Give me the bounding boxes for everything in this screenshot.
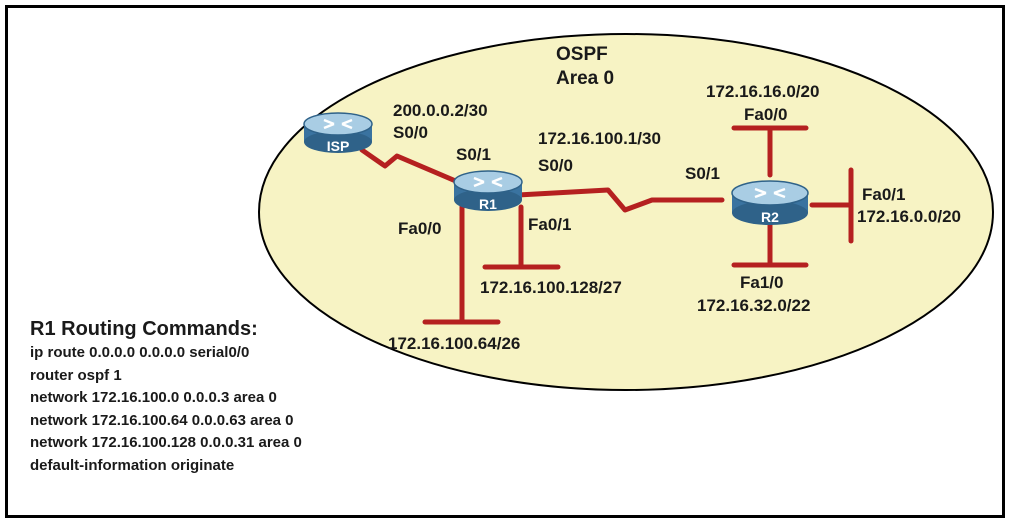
links: [359, 125, 854, 325]
command-line: default-information originate: [30, 456, 235, 474]
router-icon: [303, 112, 373, 153]
router-r1[interactable]: R1: [453, 170, 523, 212]
area-title-line2: Area 0: [556, 68, 614, 89]
r1-s00-label: S0/0: [538, 156, 573, 175]
command-line: network 172.16.100.128 0.0.0.31 area 0: [30, 434, 302, 451]
r1-s00-ip-label: 172.16.100.1/30: [538, 129, 661, 148]
router-isp[interactable]: ISP: [303, 112, 373, 154]
lan-64-label: 172.16.100.64/26: [388, 334, 520, 353]
r2-fa10-label: Fa1/0: [740, 273, 783, 292]
router-icon: [453, 170, 523, 211]
r1-routing-commands: R1 Routing Commands: ip route 0.0.0.0 0.…: [30, 316, 302, 477]
router-isp-name: ISP: [327, 138, 350, 154]
router-r2[interactable]: R2: [731, 180, 809, 225]
command-line: network 172.16.100.64 0.0.0.63 area 0: [30, 411, 294, 429]
r1-fa01-label: Fa0/1: [528, 215, 571, 234]
commands-title: R1 Routing Commands:: [30, 318, 258, 340]
lan-32-label: 172.16.32.0/22: [697, 296, 810, 315]
command-line: router ospf 1: [30, 366, 122, 384]
router-r1-name: R1: [479, 196, 497, 212]
command-line: ip route 0.0.0.0 0.0.0.0 serial0/0: [30, 344, 250, 361]
serial-link-r1-r2: [515, 187, 725, 213]
router-r2-name: R2: [761, 209, 779, 225]
isp-ip-label: 200.0.0.2/30: [393, 101, 488, 120]
command-line: network 172.16.100.0 0.0.0.3 area 0: [30, 389, 277, 406]
r2-fa01-label: Fa0/1: [862, 185, 905, 204]
lan-16-label: 172.16.16.0/20: [706, 82, 819, 101]
area-title-line1: OSPF: [556, 44, 608, 65]
serial-link-isp-r1: [359, 147, 461, 185]
isp-if-label: S0/0: [393, 123, 428, 142]
r2-s01-label: S0/1: [685, 164, 720, 183]
r2-fa00-label: Fa0/0: [744, 105, 787, 124]
r1-fa00-label: Fa0/0: [398, 219, 441, 238]
router-icon: [731, 180, 809, 225]
r1-s01-label: S0/1: [456, 145, 491, 164]
lan-128-label: 172.16.100.128/27: [480, 278, 622, 297]
lan-0-label: 172.16.0.0/20: [857, 207, 961, 226]
